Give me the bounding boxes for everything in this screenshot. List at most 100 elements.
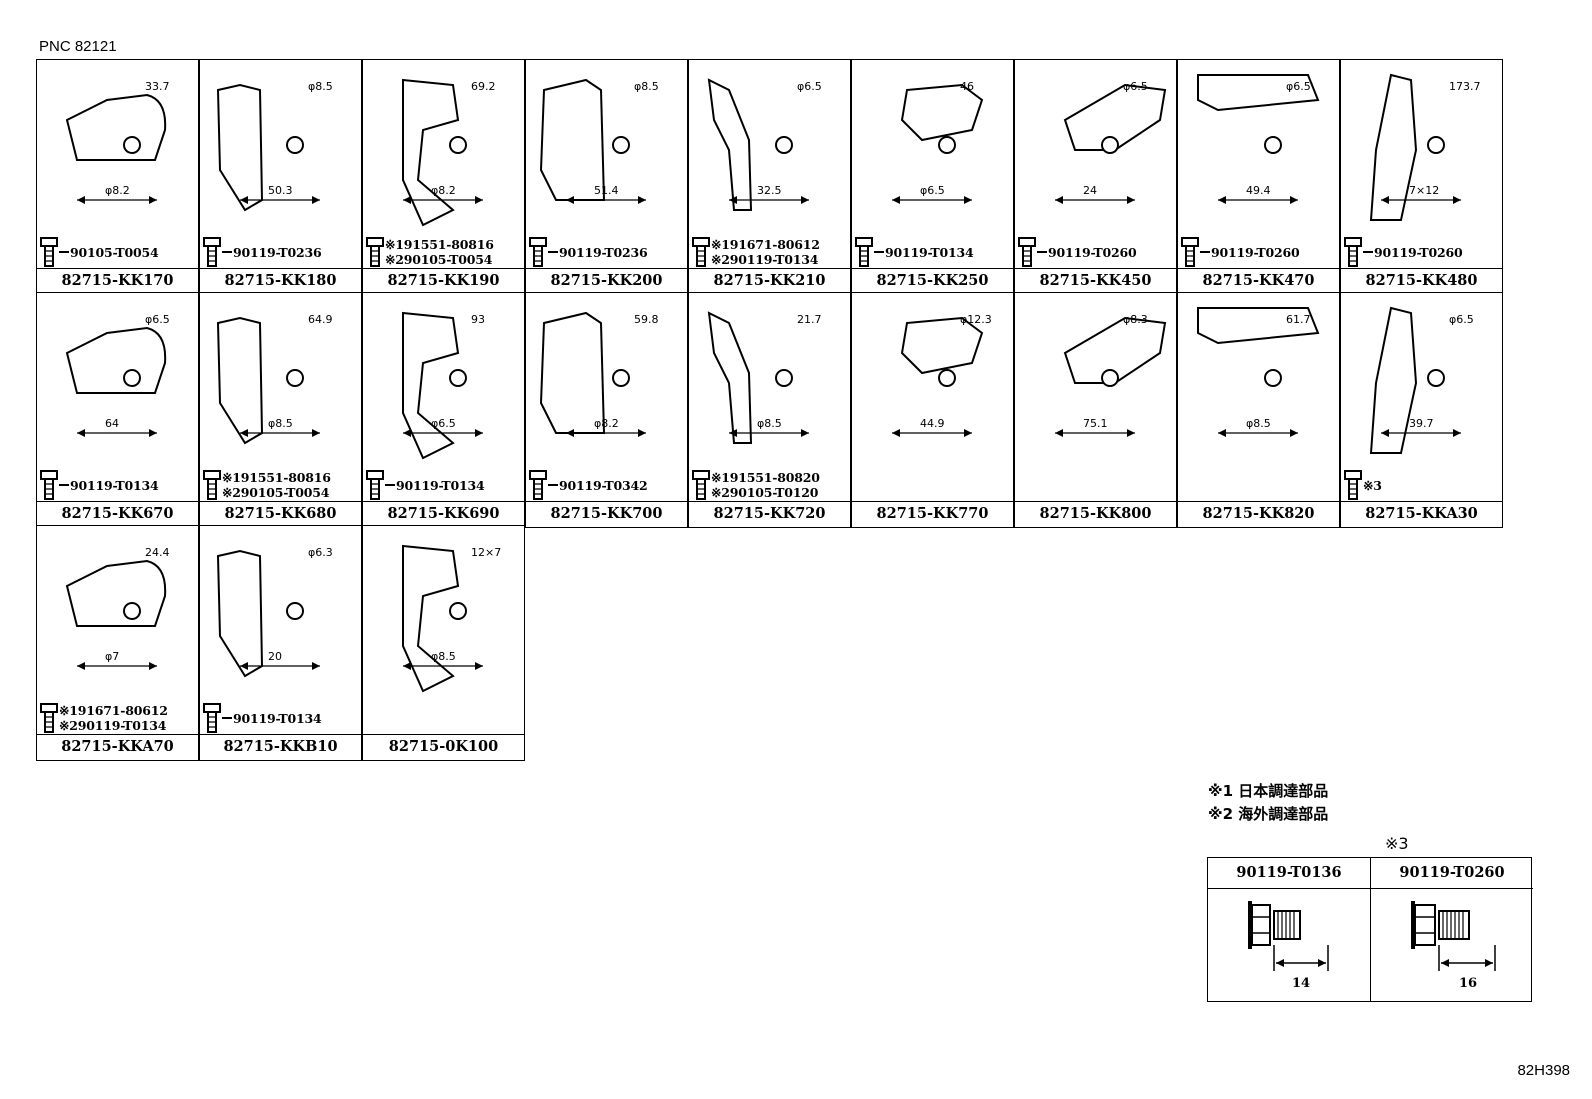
- part-number: 82715-KK190: [363, 268, 524, 294]
- mount-hole: [449, 136, 467, 154]
- dimension-arrow: [240, 662, 248, 670]
- part-number: 82715-KK450: [1015, 268, 1176, 294]
- bracket-outline: [402, 311, 460, 460]
- fastener-part-number: ※290119-T0134: [711, 252, 819, 267]
- dimension-label: 24: [1083, 184, 1097, 197]
- dimension-arrow: [312, 662, 320, 670]
- dimension-label: φ8.5: [634, 80, 659, 93]
- dimension-arrow: [1381, 429, 1389, 437]
- bolt-icon: [1344, 237, 1362, 267]
- bracket-outline: [539, 78, 606, 201]
- dimension-label: 21.7: [797, 313, 822, 326]
- dimension-arrow: [1127, 196, 1135, 204]
- bracket-drawing: φ8.259.8: [539, 311, 659, 437]
- dimension-arrow: [729, 429, 737, 437]
- part-number: 82715-KK670: [37, 501, 198, 527]
- dimension-label: 7×12: [1409, 184, 1439, 197]
- fastener-part-number: 90119-T0260: [1200, 245, 1300, 260]
- dimension-arrow: [312, 196, 320, 204]
- dimension-arrow: [892, 429, 900, 437]
- dimension-arrow: [1218, 196, 1226, 204]
- drawing-code: 82H398: [1517, 1062, 1570, 1079]
- dimension-arrow: [1453, 196, 1461, 204]
- bracket-outline: [1063, 83, 1167, 151]
- bolt-icon: [529, 470, 547, 500]
- dimension-arrow: [149, 196, 157, 204]
- bracket-outline: [65, 559, 167, 627]
- mount-hole: [1264, 369, 1282, 387]
- fastener-part-number: 90119-T0134: [59, 478, 159, 493]
- dimension-arrow: [964, 429, 972, 437]
- fastener-part-number: 90119-T0260: [1037, 245, 1137, 260]
- bracket-outline: [900, 316, 984, 375]
- part-number: 82715-KK170: [37, 268, 198, 294]
- mount-hole: [123, 136, 141, 154]
- dimension-arrow: [1218, 429, 1226, 437]
- dimension-label: φ8.2: [594, 417, 619, 430]
- mount-hole: [1427, 369, 1445, 387]
- bracket-drawing: φ8.269.2: [402, 78, 496, 227]
- dimension-arrow: [240, 196, 248, 204]
- bolt-length: 16: [1459, 976, 1478, 991]
- bolt-icon: [40, 703, 58, 733]
- bracket-drawing: 49.4 φ6.5: [1197, 74, 1320, 204]
- dimension-label: φ6.5: [1286, 80, 1311, 93]
- fastener-part-number: ※3: [1363, 477, 1382, 493]
- mount-hole: [775, 136, 793, 154]
- fastener-callout: 90119-T0260: [1017, 232, 1174, 272]
- dimension-label: 50.3: [268, 184, 293, 197]
- mount-hole: [286, 369, 304, 387]
- dimension-arrow: [403, 196, 411, 204]
- dimension-label: 51.4: [594, 184, 619, 197]
- dimension-label: φ7: [105, 650, 119, 663]
- fastener-part-number: 90119-T0134: [385, 478, 485, 493]
- dimension-label: φ6.5: [1123, 80, 1148, 93]
- bracket-drawing: 75.1φ8.3: [1055, 313, 1167, 437]
- dimension-label: 39.7: [1409, 417, 1434, 430]
- dimension-label: 61.7: [1286, 313, 1311, 326]
- bolt-icon: [203, 703, 221, 733]
- bracket-outline: [1369, 306, 1418, 454]
- dimension-arrow: [77, 196, 85, 204]
- dimension-arrow: [892, 196, 900, 204]
- mount-hole: [612, 369, 630, 387]
- bracket-drawing: 39.7φ6.5: [1369, 306, 1474, 454]
- bolt-icon: [40, 237, 58, 267]
- bracket-outline: [1369, 73, 1418, 221]
- mount-hole: [1264, 136, 1282, 154]
- fastener-part-number: 90119-T0260: [1363, 245, 1463, 260]
- fastener-callout: ※3: [1343, 465, 1500, 505]
- bracket-drawing: φ6.546: [892, 80, 984, 204]
- note-japan: ※1 日本調達部品: [1208, 782, 1329, 800]
- part-number: 82715-KK180: [200, 268, 361, 294]
- dimension-label: φ6.5: [920, 184, 945, 197]
- fastener-callout: 90119-T0260: [1180, 232, 1337, 272]
- bolt-icon: [203, 237, 221, 267]
- dimension-label: 64: [105, 417, 119, 430]
- note-3-label: ※3: [1385, 834, 1409, 853]
- part-number: 82715-KKA30: [1341, 501, 1502, 527]
- dimension-label: 75.1: [1083, 417, 1108, 430]
- procurement-notes: ※1 日本調達部品 ※2 海外調達部品: [1208, 780, 1328, 826]
- dimension-arrow: [1127, 429, 1135, 437]
- bracket-drawing: 51.4 φ8.5: [539, 78, 659, 204]
- bracket-drawing: 24 φ6.5: [1055, 80, 1167, 204]
- bolt-column: 90119-T0136 14: [1208, 858, 1370, 1001]
- mount-hole: [938, 369, 956, 387]
- part-number: 82715-KK700: [526, 501, 687, 527]
- bolt-icon: [1248, 901, 1329, 971]
- bracket-drawing: φ8.564.9: [216, 313, 333, 445]
- dimension-arrow: [638, 429, 646, 437]
- dimension-label: 33.7: [145, 80, 170, 93]
- dimension-label: 49.4: [1246, 184, 1271, 197]
- bracket-drawing: φ8.521.7: [707, 311, 822, 444]
- fastener-part-number: ※290105-T0120: [711, 485, 819, 500]
